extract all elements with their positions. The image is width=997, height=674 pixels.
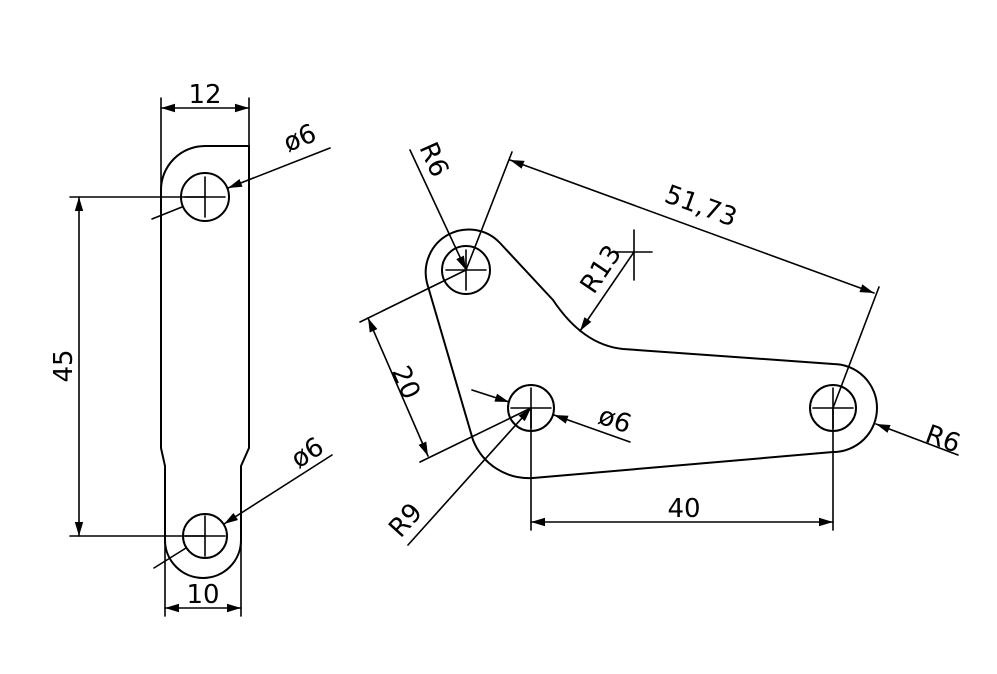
leader-radius-top-label: R6 — [413, 138, 454, 182]
dim-offset-label: 20 — [385, 362, 426, 404]
leader-hole-top: ø6 — [151, 119, 331, 220]
leader-radius-bottom-left: R9 — [383, 407, 532, 546]
dim-width-bottom: 10 — [164, 539, 242, 617]
dim-length: 45 — [49, 196, 206, 537]
leader-hole-bottom: ø6 — [153, 432, 333, 569]
right-bracket-part — [424, 228, 878, 480]
leader-radius-inner-label: R13 — [575, 240, 628, 299]
dim-horizontal-label: 40 — [667, 494, 700, 524]
leader-radius-top: R6 — [409, 138, 467, 271]
leader-radius-bottom-left-label: R9 — [383, 498, 428, 544]
leader-hole-right-label: ø6 — [594, 401, 635, 440]
right-top-hole — [441, 245, 491, 295]
left-link-outline — [160, 145, 250, 579]
dim-width-top-label: 12 — [188, 80, 221, 110]
leader-radius-inner: R13 — [575, 229, 653, 332]
leader-hole-top-label: ø6 — [279, 119, 320, 159]
leader-radius-right-label: R6 — [921, 419, 964, 459]
leader-hole-bottom-label: ø6 — [286, 432, 330, 475]
dim-length-label: 45 — [49, 349, 79, 382]
leader-radius-right: R6 — [875, 419, 964, 459]
dim-width-top: 12 — [160, 80, 250, 191]
dim-offset: 20 — [359, 269, 532, 463]
dim-diagonal-label: 51,73 — [661, 180, 741, 234]
dim-width-bottom-label: 10 — [186, 580, 219, 610]
dim-diagonal: 51,73 — [465, 151, 880, 409]
right-bracket-outline — [424, 228, 878, 480]
dim-horizontal: 40 — [530, 407, 834, 531]
